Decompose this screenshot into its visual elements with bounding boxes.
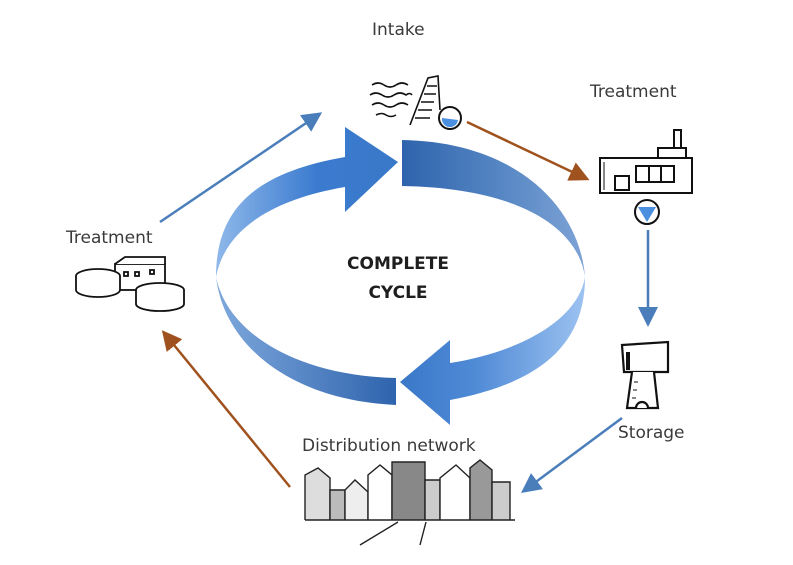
- water-intake-dam-icon: [369, 75, 462, 130]
- node-label-treatment-left: Treatment: [66, 228, 153, 248]
- node-label-distribution: Distribution network: [302, 436, 476, 456]
- node-label-intake: Intake: [372, 20, 425, 40]
- cycle-arrow-top: [216, 127, 398, 277]
- cycle-arrow-bottom: [400, 277, 585, 425]
- treatment-plant-icon: [599, 129, 693, 225]
- cycle-segment-right: [402, 140, 585, 277]
- center-label: COMPLETE CYCLE: [318, 250, 478, 308]
- cycle-segment-left: [216, 277, 396, 405]
- connector-intake-to-treatment: [466, 120, 590, 181]
- connector-treatment-to-intake: [159, 112, 323, 224]
- town-buildings-icon: [304, 459, 515, 546]
- center-label-line1: COMPLETE: [347, 254, 449, 274]
- connector-distribution-to-treatment: [161, 330, 291, 488]
- water-tower-icon: [620, 340, 670, 410]
- node-label-storage: Storage: [618, 423, 685, 443]
- center-label-line2: CYCLE: [368, 283, 428, 303]
- node-label-treatment-right: Treatment: [590, 82, 677, 102]
- connector-storage-to-distribution: [520, 416, 623, 493]
- wastewater-tanks-icon: [75, 256, 185, 312]
